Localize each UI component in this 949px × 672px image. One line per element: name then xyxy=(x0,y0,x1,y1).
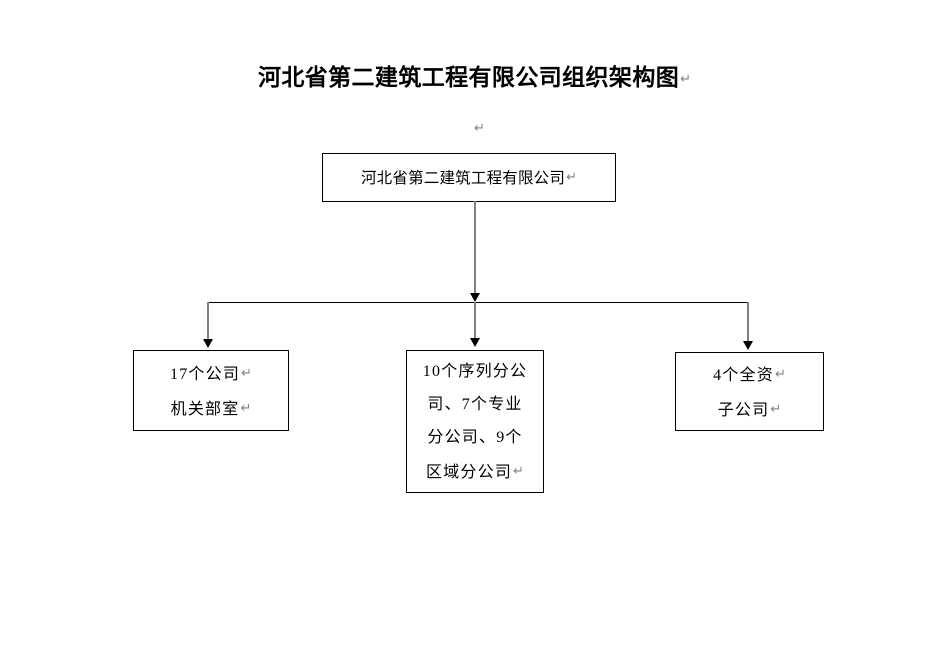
paragraph-mark-icon: ↵ xyxy=(770,400,782,416)
paragraph-mark-icon: ↵ xyxy=(241,364,252,380)
paragraph-mark-icon: ↵ xyxy=(680,71,692,86)
org-node-root[interactable]: 河北省第二建筑工程有限公司↵ xyxy=(322,153,616,202)
org-node-departments-text-2: 机关部室 xyxy=(170,400,240,418)
arrowhead-icon-subsidiaries xyxy=(743,341,753,350)
org-node-subsidiaries-line-2: 子公司↵ xyxy=(718,392,782,427)
connector-bus-to-departments xyxy=(207,302,209,341)
paragraph-mark-icon: ↵ xyxy=(566,168,577,184)
connector-bus-to-branches xyxy=(474,302,476,340)
paragraph-mark-icon: ↵ xyxy=(513,462,524,478)
org-node-subsidiaries[interactable]: 4个全资↵ 子公司↵ xyxy=(675,352,824,431)
org-node-branches[interactable]: 10个序列分公 司、7个专业 分公司、9个 区域分公司↵ xyxy=(406,350,544,493)
page-title-text: 河北省第二建筑工程有限公司组织架构图 xyxy=(257,64,680,90)
org-node-branches-line-1: 10个序列分公 xyxy=(422,362,528,380)
connector-bus-to-subsidiaries xyxy=(747,302,749,343)
paragraph-mark-icon: ↵ xyxy=(774,365,786,381)
connector-root-to-bus xyxy=(474,201,476,295)
org-node-root-text-1: 河北省第二建筑工程有限公司 xyxy=(360,169,566,187)
page-title: 河北省第二建筑工程有限公司组织架构图↵ xyxy=(0,62,949,94)
org-node-departments[interactable]: 17个公司↵ 机关部室↵ xyxy=(133,350,289,431)
arrowhead-icon-departments xyxy=(203,339,213,348)
paragraph-mark-icon: ↵ xyxy=(240,399,252,415)
org-node-departments-line-1: 17个公司↵ xyxy=(170,356,252,391)
org-node-branches-line-3: 分公司、9个 xyxy=(427,428,523,446)
org-node-root-line-1: 河北省第二建筑工程有限公司↵ xyxy=(361,166,577,190)
org-node-branches-line-2: 司、7个专业 xyxy=(427,395,523,413)
org-node-departments-text-1: 17个公司 xyxy=(170,365,241,383)
org-node-branches-line-4: 区域分公司↵ xyxy=(426,454,524,489)
arrowhead-icon-root-to-bus xyxy=(470,293,480,302)
org-node-subsidiaries-line-1: 4个全资↵ xyxy=(713,357,786,392)
org-node-branches-text-4: 区域分公司 xyxy=(426,463,513,481)
empty-paragraph-mark-icon: ↵ xyxy=(474,120,485,135)
org-node-departments-line-2: 机关部室↵ xyxy=(171,391,252,426)
org-node-subsidiaries-text-2: 子公司 xyxy=(717,401,770,419)
connector-horizontal-bus xyxy=(208,302,749,303)
arrowhead-icon-branches xyxy=(470,338,480,347)
org-node-subsidiaries-text-1: 4个全资 xyxy=(713,366,774,384)
